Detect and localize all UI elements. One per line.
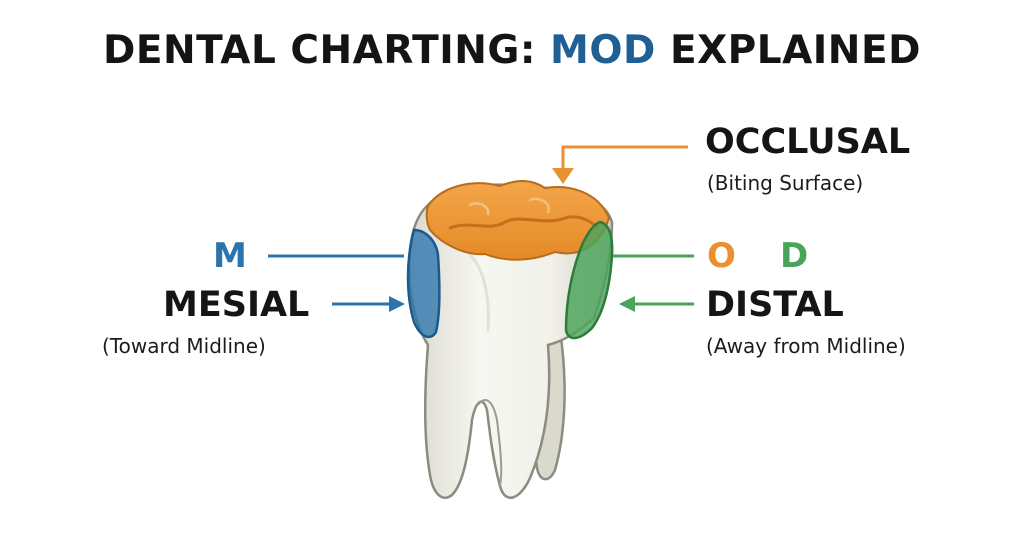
- occlusal-cusp: [528, 197, 551, 214]
- mesial-surface: [406, 228, 441, 339]
- occlusal-pointer-line: [561, 145, 688, 172]
- occlusal-subtitle: (Biting Surface): [707, 171, 864, 195]
- crown-highlight: [468, 253, 490, 332]
- mesial-title: MESIAL: [163, 285, 310, 325]
- tooth-body: [407, 183, 614, 500]
- title-highlight: MOD: [550, 28, 656, 73]
- distal-title: DISTAL: [706, 285, 844, 325]
- distal-arrowhead: [619, 296, 635, 312]
- o-letter: O: [707, 236, 736, 276]
- occlusal-arrowhead: [552, 168, 574, 184]
- distal-subtitle: (Away from Midline): [706, 334, 906, 358]
- title-suffix: EXPLAINED: [655, 28, 921, 73]
- occlusal-groove: [448, 215, 600, 230]
- page-title: DENTAL CHARTING: MOD EXPLAINED: [0, 28, 1024, 73]
- occlusal-cusp: [468, 202, 490, 216]
- occlusal-title: OCCLUSAL: [705, 122, 911, 162]
- d-letter: D: [780, 236, 809, 276]
- mesial-arrowhead: [389, 296, 405, 312]
- distal-surface: [564, 220, 614, 340]
- m-letter: M: [213, 236, 247, 276]
- title-prefix: DENTAL CHARTING:: [103, 28, 551, 73]
- mesial-subtitle: (Toward Midline): [102, 334, 266, 358]
- root-furcation: [477, 399, 503, 487]
